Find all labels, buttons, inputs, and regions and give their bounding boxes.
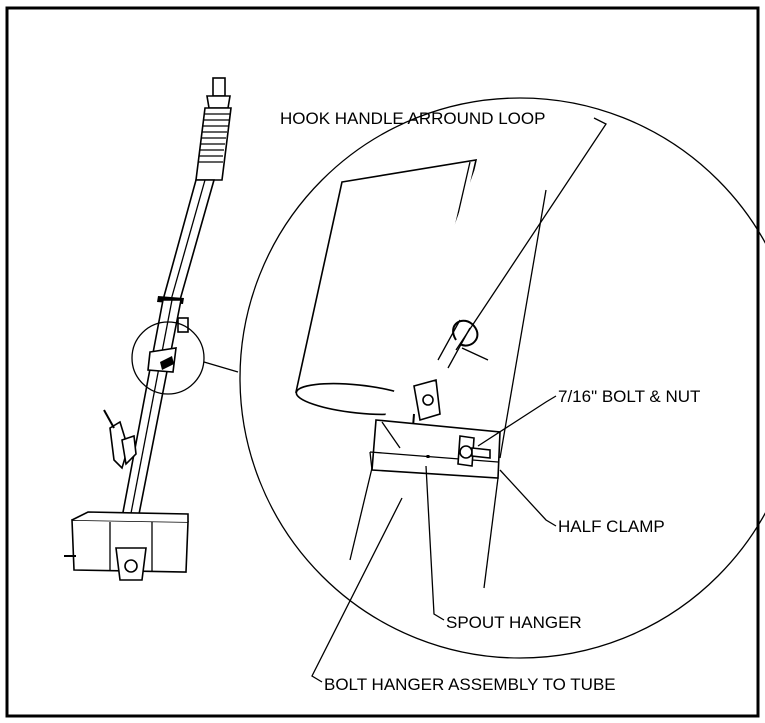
detail-view-circle: [239, 97, 765, 659]
label-bolt-nut: 7/16" BOLT & NUT: [558, 387, 700, 406]
label-hook-handle: HOOK HANDLE ARROUND LOOP: [280, 109, 545, 128]
label-half-clamp: HALF CLAMP: [558, 517, 665, 536]
label-spout-hanger: SPOUT HANGER: [446, 613, 582, 632]
detail-tube: [295, 159, 547, 589]
leader-lines: [311, 117, 607, 683]
drawing-border: [5, 6, 760, 718]
label-bolt-hanger-assembly: BOLT HANGER ASSEMBLY TO TUBE: [324, 675, 616, 694]
detail-callout-circle: [131, 321, 205, 395]
overview-assembly: [64, 77, 232, 581]
